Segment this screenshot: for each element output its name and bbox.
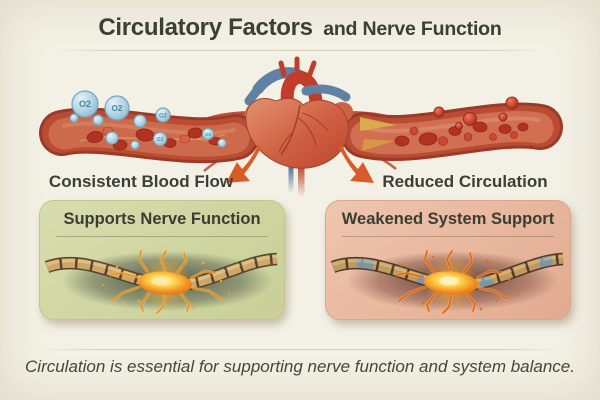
arrow-down-left-icon xyxy=(226,145,261,183)
o2-text: O2 xyxy=(157,137,164,143)
footer-caption: Circulation is essential for supporting … xyxy=(25,357,575,376)
heart-icon xyxy=(244,56,353,197)
red-bubbles-icon xyxy=(433,96,519,130)
title-divider xyxy=(55,50,545,51)
circulation-illustration: O2 O2 O2 O2 O2 xyxy=(39,56,563,197)
red-cell-icon xyxy=(394,121,529,147)
red-cell-icon xyxy=(86,127,222,151)
arrow-down-right-icon xyxy=(339,145,374,183)
plaque-icon xyxy=(360,117,396,151)
page-title: Circulatory Factors and Nerve Function xyxy=(0,14,600,42)
panel-supports-nerve-function: Supports Nerve Function xyxy=(39,200,285,320)
page-title-main: Circulatory Factors xyxy=(98,14,313,41)
nerve-weak-icon xyxy=(330,249,564,315)
panel-divider xyxy=(56,236,268,237)
o2-text: O2 xyxy=(205,132,212,137)
panel-weakened-system-support: Weakened System Support xyxy=(325,200,571,320)
o2-text: O2 xyxy=(159,114,168,120)
artery-reduced-icon xyxy=(341,102,563,161)
left-vessel-label: Consistent Blood Flow xyxy=(48,172,234,191)
panel-title: Supports Nerve Function xyxy=(63,210,261,228)
nerve-healthy-icon xyxy=(44,249,278,315)
footer-divider xyxy=(38,349,562,350)
panel-divider xyxy=(342,236,554,237)
damaged-segment-icon xyxy=(331,254,564,291)
o2-text: O2 xyxy=(79,99,91,109)
o2-bubble-icon xyxy=(105,128,227,150)
right-vessel-label: Reduced Circulation xyxy=(382,172,548,191)
panel-title: Weakened System Support xyxy=(341,210,555,228)
spark-dots-icon xyxy=(102,261,230,309)
oxygen-bubbles-icon xyxy=(69,90,171,128)
spark-dots-icon xyxy=(385,255,521,311)
page-title-sub: and Nerve Function xyxy=(323,18,502,40)
o2-text: O2 xyxy=(112,104,123,113)
artery-healthy-icon: O2 O2 xyxy=(39,107,259,164)
